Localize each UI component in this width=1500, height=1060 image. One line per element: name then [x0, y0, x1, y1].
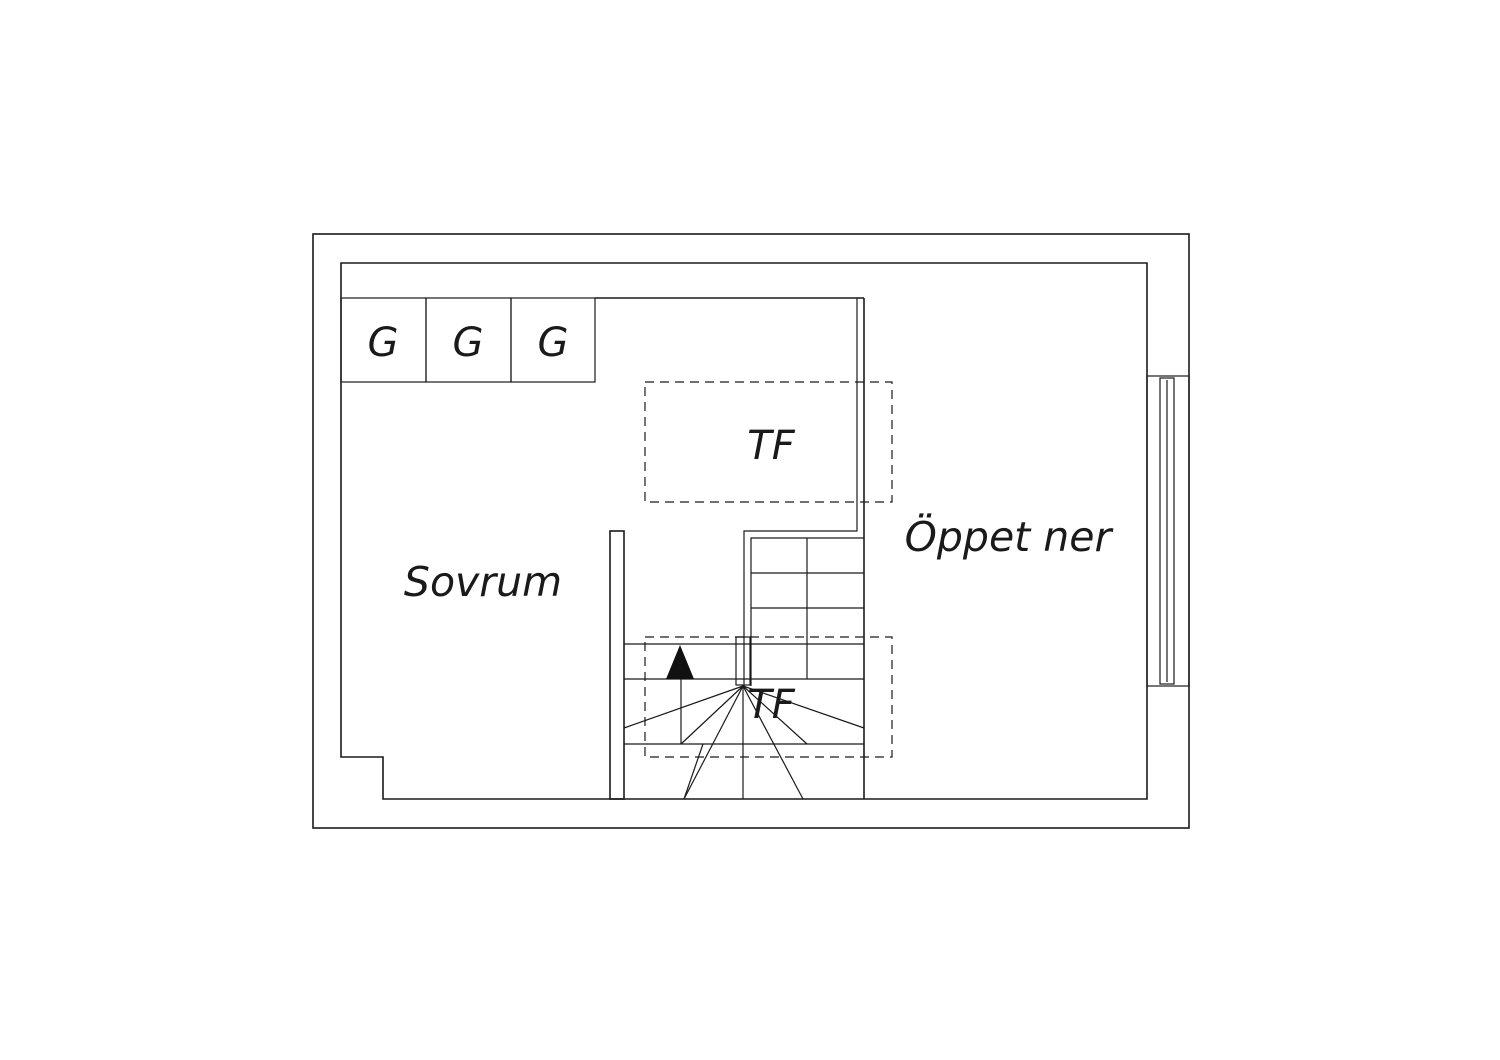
winder: [623, 685, 744, 729]
ceiling-window-upper: [644, 381, 893, 503]
window: [1146, 375, 1190, 687]
wardrobe-row: [340, 297, 596, 383]
winder: [680, 685, 744, 745]
winder: [742, 685, 808, 745]
winder: [683, 685, 744, 800]
stair-direction-arrow-icon: [666, 645, 694, 679]
window-frame: [1146, 375, 1190, 687]
wardrobe-label-3: G: [538, 320, 569, 366]
railing-inner: [743, 298, 858, 686]
wardrobe-label-2: G: [453, 320, 484, 366]
winder: [742, 685, 865, 729]
stair-line: [683, 743, 704, 800]
ceiling-window-lower-label: TF: [747, 682, 795, 728]
bedroom-label: Sovrum: [404, 558, 562, 606]
window-frame-inner: [1159, 377, 1175, 685]
staircase: [623, 538, 865, 800]
wardrobe-unit-3: [510, 297, 596, 383]
open-below-label: Öppet ner: [905, 513, 1114, 561]
stair-wall: [609, 530, 625, 800]
wardrobe-label-1: G: [368, 320, 399, 366]
ceiling-window-lower: [644, 636, 893, 758]
inner-wall: [340, 262, 1148, 800]
ceiling-window-upper-label: TF: [747, 423, 795, 469]
winder: [742, 685, 804, 800]
